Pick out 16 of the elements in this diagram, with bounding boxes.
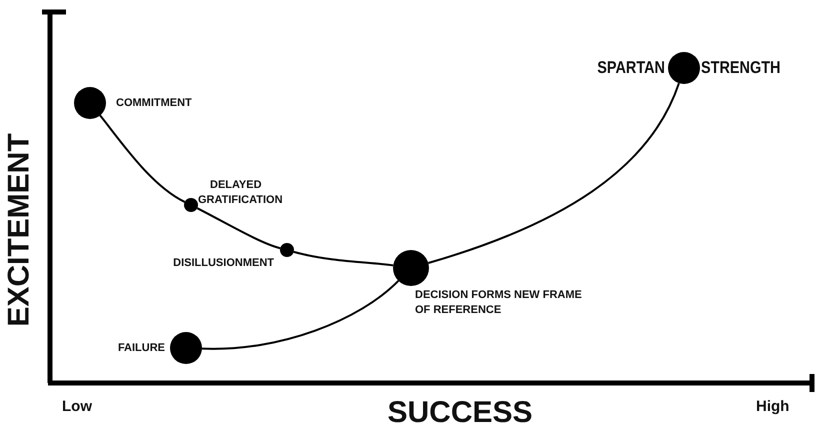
milestone-label: STRENGTH [701, 58, 782, 78]
axis-tick-label: Low [62, 398, 92, 415]
milestone-label: FAILURE [116, 341, 165, 356]
axis-title: EXCITEMENT [2, 133, 36, 327]
milestone-label: DECISION FORMS NEW FRAME OF REFERENCE [415, 288, 583, 318]
curve-line [99, 114, 186, 203]
milestone-label: COMMITMENT [116, 96, 193, 111]
curve-line [196, 207, 280, 250]
axis-tick-label: High [756, 398, 790, 415]
curve-line [428, 82, 680, 264]
axis-title: SUCCESS [388, 396, 533, 430]
curve-line [202, 280, 400, 350]
milestone-label: DISILLUSIONMENT [172, 256, 274, 271]
curve-line [294, 250, 394, 266]
milestone-label: DELAYED GRATIFICATION [198, 178, 284, 208]
milestone-label: SPARTAN [596, 58, 665, 78]
